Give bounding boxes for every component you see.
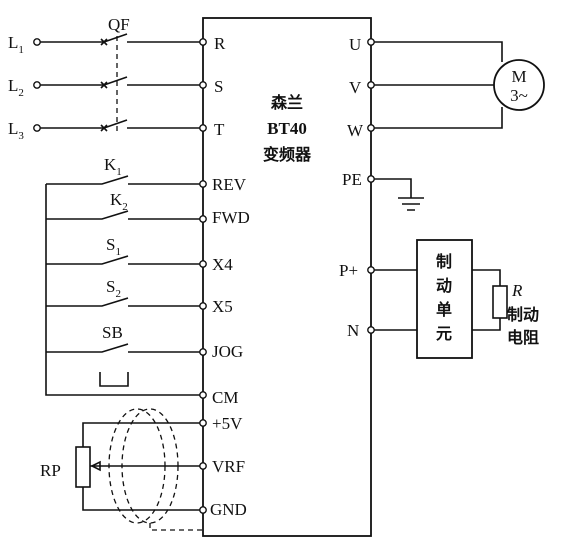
brake-resistor-label-2: 电阻 — [507, 328, 539, 347]
brake-unit-char-4: 元 — [436, 326, 452, 343]
switch-S2-label: S2 — [106, 277, 121, 300]
brake-unit-char-3: 单 — [436, 300, 452, 319]
terminal-REV-label: REV — [212, 175, 247, 194]
potentiometer-label: RP — [40, 461, 61, 480]
terminal-U-label: U — [349, 35, 361, 54]
left-terminals — [199, 38, 207, 514]
switch-SB-label: SB — [102, 323, 123, 342]
motor-wiring — [371, 41, 545, 129]
motor-symbol: M — [511, 67, 526, 86]
brake-resistor-label-1: 制动 — [507, 306, 539, 324]
terminal-Pplus-label: P+ — [339, 261, 358, 280]
inverter-brand: 森兰 — [271, 93, 303, 112]
brake-wiring — [371, 239, 508, 359]
switch-K1-label: K1 — [104, 155, 122, 178]
terminal-PE-label: PE — [342, 170, 362, 189]
breaker-qf — [40, 33, 203, 132]
terminal-CM-label: CM — [212, 388, 238, 407]
terminal-V-label: V — [349, 78, 362, 97]
supply-L2-label: L2 — [8, 76, 24, 99]
terminal-5V-label: +5V — [212, 414, 243, 433]
terminal-N-label: N — [347, 321, 359, 340]
right-terminals — [367, 38, 375, 334]
control-switches — [45, 175, 203, 396]
terminal-T-label: T — [214, 120, 225, 139]
inverter-type: 变频器 — [263, 145, 312, 164]
terminal-VRF-label: VRF — [212, 457, 245, 476]
brake-unit-char-1: 制 — [436, 253, 452, 271]
terminal-X5-label: X5 — [212, 297, 233, 316]
terminal-S-label: S — [214, 77, 223, 96]
supply-L3-terminal — [33, 124, 41, 132]
terminal-R-label: R — [214, 34, 226, 53]
brake-unit-char-2: 动 — [436, 277, 452, 295]
switch-K2-label: K2 — [110, 190, 128, 213]
supply-L1-label: L1 — [8, 33, 24, 56]
terminal-GND-label: GND — [210, 500, 247, 519]
supply-L1-terminal — [33, 38, 41, 46]
breaker-qf-label: QF — [108, 15, 130, 34]
ground-icon — [371, 178, 424, 211]
potentiometer-rp — [75, 408, 203, 531]
motor-phase: 3~ — [510, 86, 528, 105]
switch-S1-label: S1 — [106, 235, 121, 258]
terminal-FWD-label: FWD — [212, 208, 250, 227]
brake-resistor-symbol: R — [511, 281, 523, 300]
supply-L2-terminal — [33, 81, 41, 89]
terminal-W-label: W — [347, 121, 364, 140]
supply-L3-label: L3 — [8, 119, 24, 142]
inverter-box — [202, 17, 372, 537]
terminal-JOG-label: JOG — [212, 342, 243, 361]
inverter-model: BT40 — [267, 119, 307, 138]
terminal-X4-label: X4 — [212, 255, 233, 274]
